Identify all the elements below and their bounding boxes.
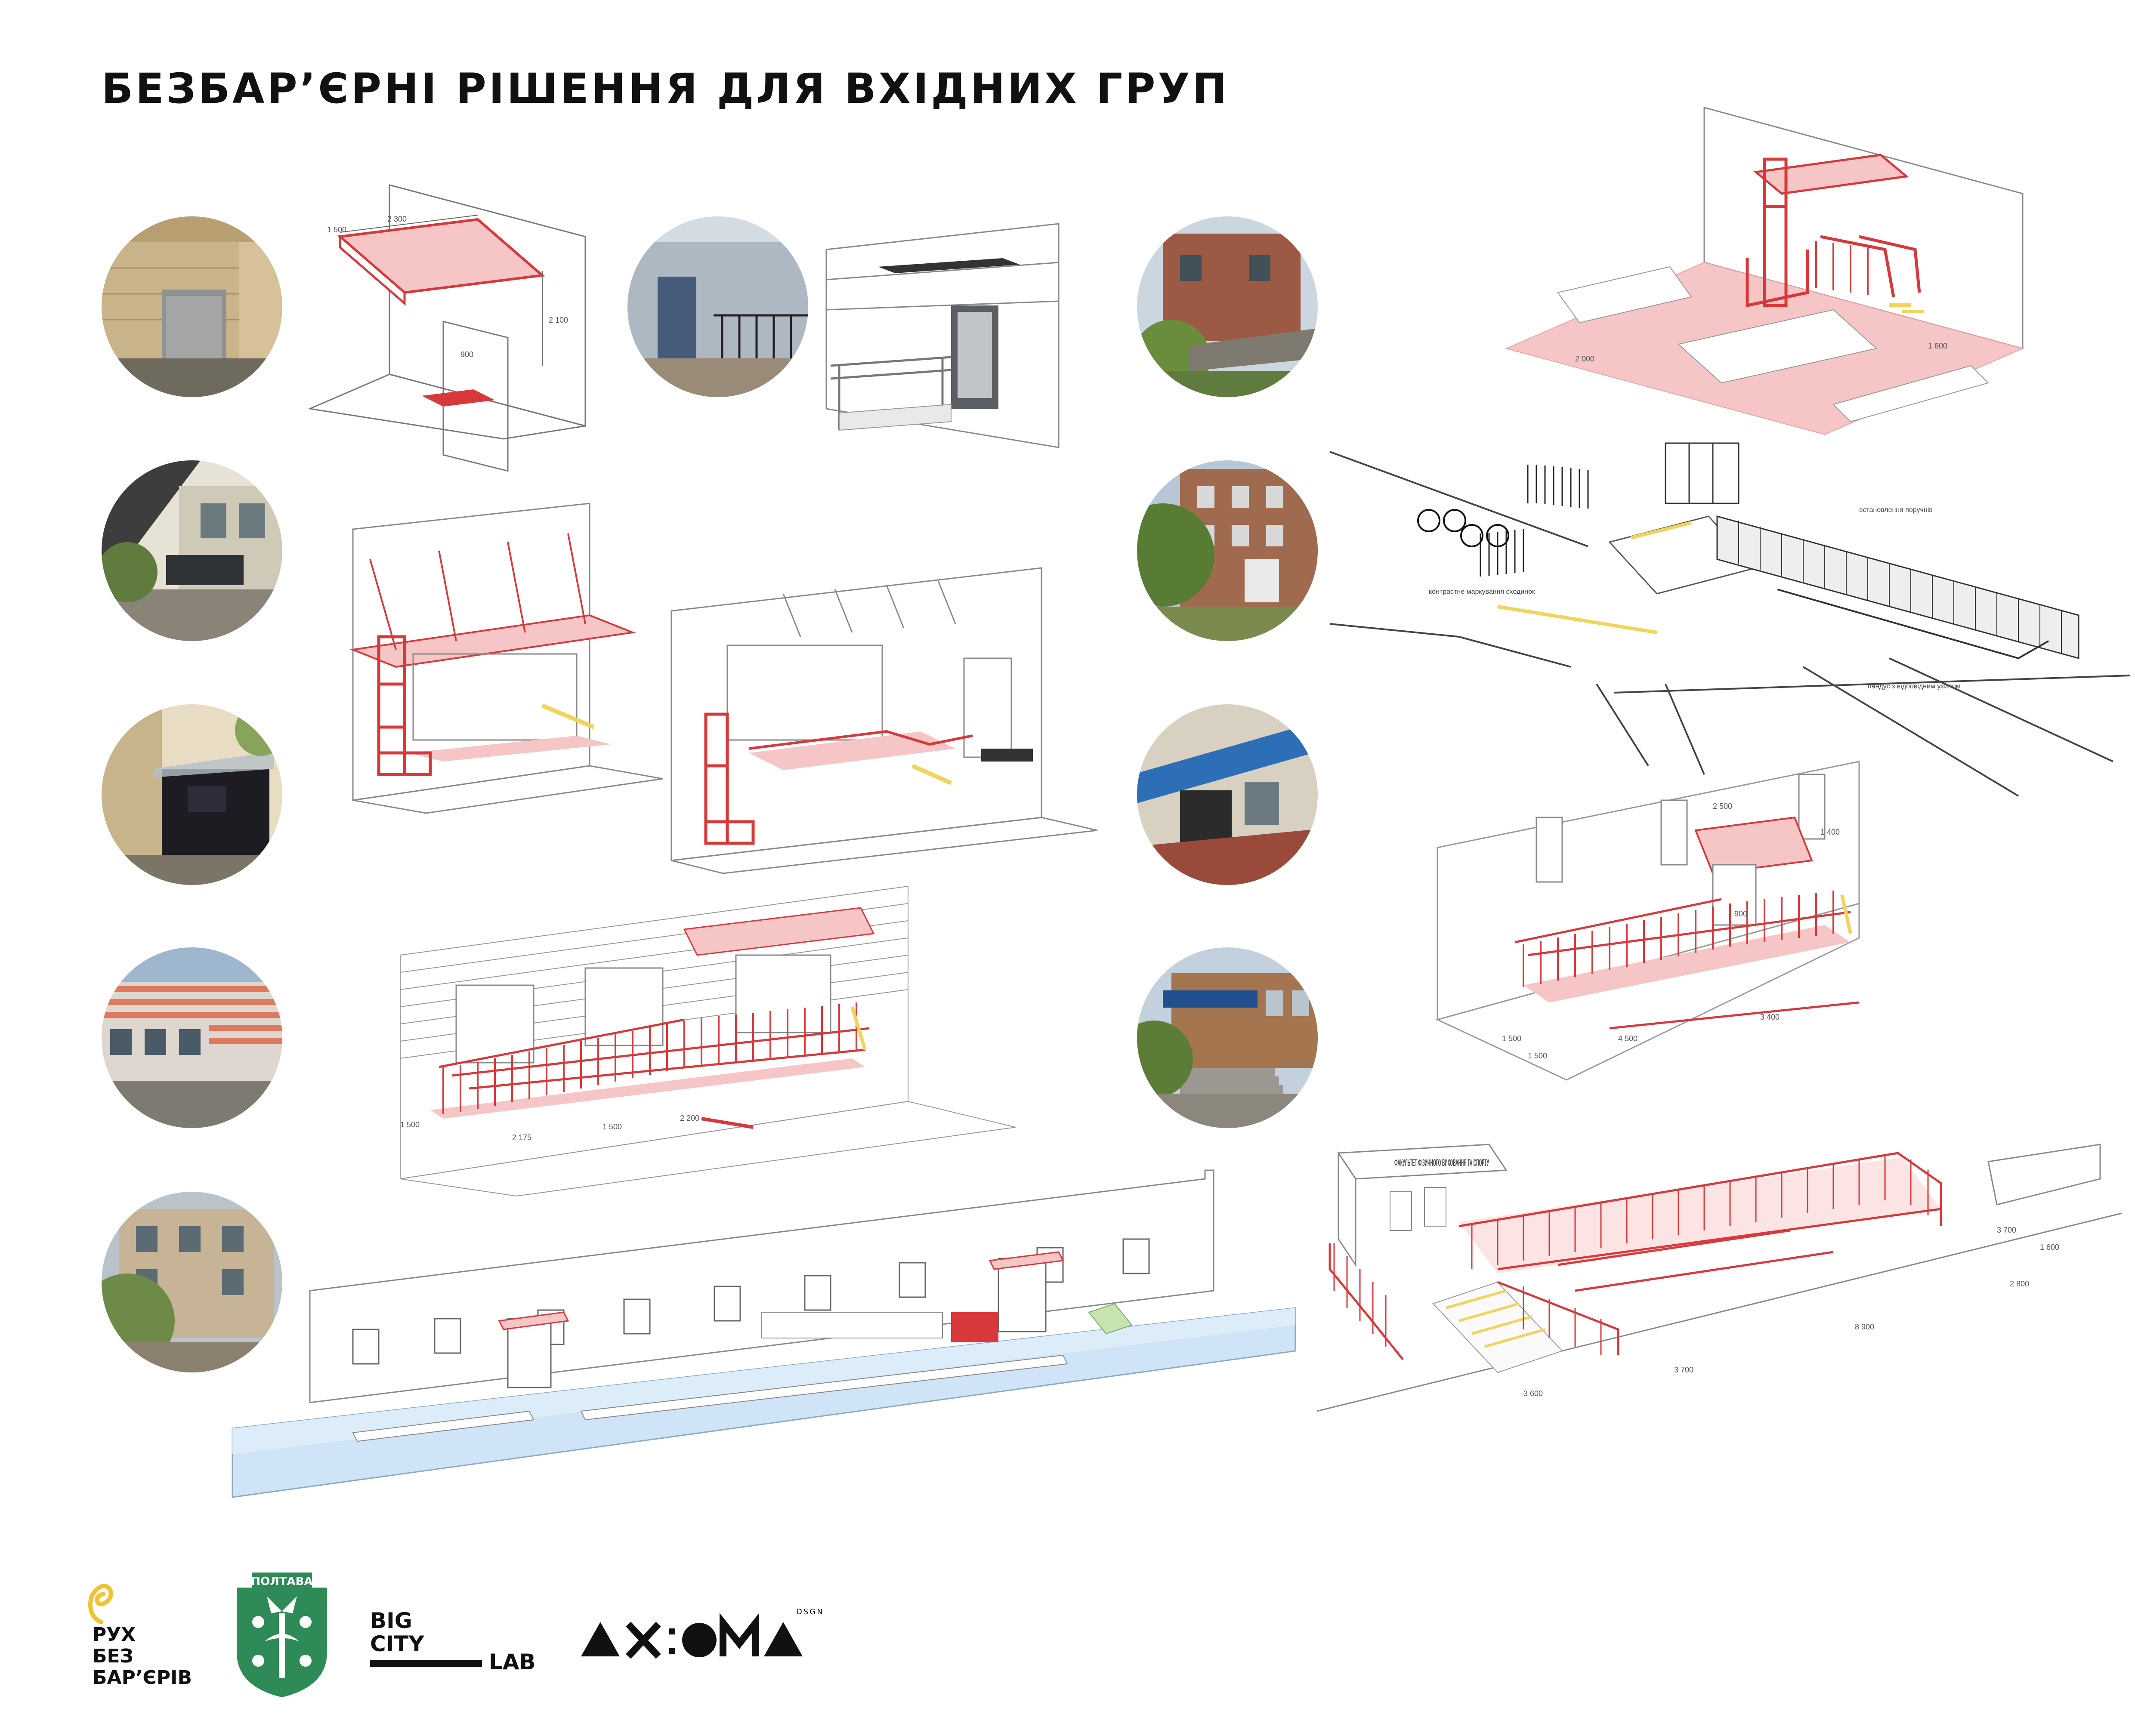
dim-p: 1 500 — [400, 1120, 420, 1129]
dim-door9: 900 — [1734, 910, 1747, 918]
photo-university-stairs — [1137, 947, 1318, 1128]
photo-blue-sign-shop — [1137, 704, 1318, 885]
drawing-door-ramp-grey — [822, 223, 1063, 448]
drawing-lift-canopy — [349, 503, 663, 814]
logo-ruh-bez-bariev: РУХ БЕЗ БАР’ЄРІВ — [75, 1570, 204, 1695]
logo-poltava-emblem: ПОЛТАВА — [228, 1570, 336, 1699]
axioma-triangle-icon — [581, 1622, 620, 1656]
photo-entrance-door-old — [102, 216, 282, 397]
note-contrast: контрастне маркування сходинок — [1429, 588, 1536, 595]
canopy-shape — [337, 218, 546, 294]
axioma-m-icon — [720, 1613, 759, 1656]
dim-s6: 1 600 — [2040, 1243, 2059, 1252]
dim-r3: 2 200 — [680, 1114, 699, 1122]
facade-sign: ФАКУЛЬТЕТ ФІЗИЧНОГО ВИХОВАННЯ ТА СПОРТУ — [1394, 1157, 1489, 1168]
dim-run1: 4 500 — [1618, 1034, 1638, 1043]
dim-door: 900 — [460, 350, 473, 359]
poltava-symbol-icon — [252, 1596, 312, 1678]
drawing-building-pavement — [228, 1169, 1313, 1498]
ruh-swirl-icon — [88, 1584, 113, 1624]
drawing-ramp-canopy-right: 2 500 1 400 900 4 500 3 400 1 500 1 500 — [1435, 761, 1868, 1081]
dim-a: 2 000 — [1575, 355, 1594, 363]
ruh-text: РУХ БЕЗ БАР’ЄРІВ — [93, 1624, 192, 1689]
axioma-triangle2-icon — [764, 1622, 803, 1656]
ruh-line-3: БАР’ЄРІВ — [93, 1667, 192, 1689]
dim-d: 1 400 — [1820, 828, 1840, 836]
photo-striped-building — [102, 947, 282, 1128]
photo-multistorey-entrance — [1137, 460, 1318, 641]
drawing-long-ramp-facade: 1 500 2 175 1 500 2 200 — [400, 885, 1016, 1197]
ruh-line-1: РУХ — [93, 1624, 136, 1646]
bigcity-lab: LAB — [489, 1650, 536, 1674]
dim-b: 1 600 — [1928, 342, 1947, 350]
note-rails: встановлення поручнів — [1859, 506, 1933, 514]
logo-big-city-lab: BIG CITY LAB — [370, 1609, 559, 1682]
axioma-circle-icon — [682, 1623, 717, 1657]
drawing-canopy-doormat: 2 300 2 100 1 500 900 — [301, 184, 602, 472]
axioma-x-icon — [626, 1622, 661, 1659]
logo-axioma: DSGN — [581, 1605, 823, 1665]
dim-r1: 2 175 — [512, 1133, 531, 1142]
axioma-dsgn: DSGN — [796, 1607, 822, 1616]
photo-shop-entrance — [102, 704, 282, 885]
dim-p1: 1 500 — [1502, 1034, 1521, 1043]
drawing-iso-lift-stairs: 2 000 1 600 — [1505, 107, 2024, 435]
axioma-colon-icon — [669, 1628, 675, 1654]
poltava-label: ПОЛТАВА — [251, 1575, 312, 1588]
dim-p2: 1 500 — [1528, 1051, 1547, 1060]
photo-building-canopy-street — [102, 460, 282, 641]
dim-r2: 1 500 — [602, 1122, 622, 1131]
drawing-university-ramp: ФАКУЛЬТЕТ ФІЗИЧНОГО ВИХОВАННЯ ТА СПОРТУ … — [1316, 1127, 2126, 1437]
dim-depth: 1 500 — [327, 225, 346, 234]
dim-w: 2 500 — [1713, 802, 1732, 811]
page-title: БЕЗБАР’ЄРНІ РІШЕННЯ ДЛЯ ВХІДНИХ ГРУП — [102, 65, 1230, 113]
dim-run2: 3 400 — [1760, 1013, 1780, 1021]
dim-height: 2 100 — [549, 316, 568, 324]
bigcity-line-1: BIG — [370, 1608, 412, 1633]
dim-s3: 8 900 — [1855, 1323, 1874, 1331]
note-ramp: пандус з відповідним ухилом — [1868, 683, 1961, 690]
dim-width: 2 300 — [387, 215, 407, 223]
drawing-dark-ramp-bikes: встановлення поручнів контрастне маркува… — [1329, 435, 2131, 797]
bigcity-bar — [370, 1660, 482, 1667]
dim-s4: 2 800 — [2010, 1280, 2029, 1288]
drawing-lift-ramp — [670, 567, 1098, 874]
photo-brick-building-ramp — [1137, 216, 1318, 397]
ruh-line-2: БЕЗ — [93, 1645, 133, 1667]
doormat-shape — [422, 389, 495, 407]
dim-s2: 3 700 — [1674, 1366, 1693, 1374]
photo-blue-door-railing — [627, 216, 808, 397]
dim-s1: 3 600 — [1523, 1389, 1543, 1398]
bigcity-line-2: CITY — [370, 1631, 424, 1656]
dim-s5: 3 700 — [1997, 1226, 2016, 1234]
